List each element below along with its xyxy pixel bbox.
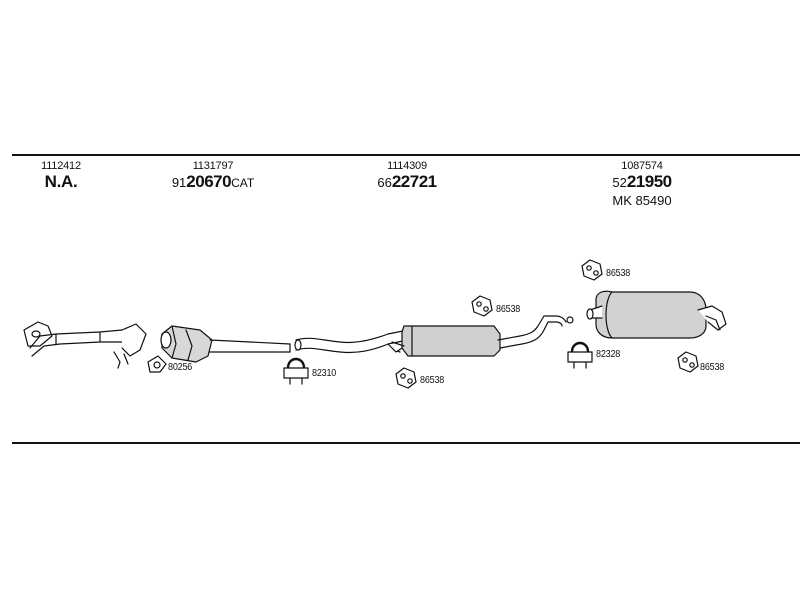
bottom-divider xyxy=(12,442,800,444)
clamp-front-part xyxy=(283,357,309,385)
code-middle-main: 22721 xyxy=(391,172,437,191)
code-rear-extra: MK 85490 xyxy=(612,193,672,208)
column-catalyst-header: 1131797 9120670CAT xyxy=(158,160,268,193)
front-pipe-part xyxy=(23,321,147,369)
code-middle: 6622721 xyxy=(362,172,452,193)
code-catalyst-prefix: 91 xyxy=(171,175,187,190)
label-hanger-middle-lower: 86538 xyxy=(420,375,445,386)
middle-silencer-part xyxy=(294,315,574,357)
code-rear-prefix: 52 xyxy=(612,175,627,190)
part-number-front-pipe: 1112412 xyxy=(41,160,81,172)
label-hanger-rear-top: 86538 xyxy=(606,268,631,279)
column-middle-header: 1114309 6622721 xyxy=(362,160,452,193)
label-hanger-middle-upper: 86538 xyxy=(496,304,521,315)
label-hanger-rear-right: 86538 xyxy=(700,362,725,373)
code-rear-main: 21950 xyxy=(626,172,672,191)
part-number-rear: 1087574 xyxy=(621,160,663,172)
label-gasket: 80256 xyxy=(168,362,193,373)
column-rear-header: 1087574 5221950 MK 85490 xyxy=(600,160,684,209)
rear-silencer-part xyxy=(586,290,727,339)
hanger-middle-lower-part xyxy=(395,367,417,389)
part-number-middle: 1114309 xyxy=(387,160,427,172)
code-front-pipe: N.A. xyxy=(44,172,78,191)
code-middle-prefix: 66 xyxy=(377,175,392,190)
top-divider xyxy=(12,154,800,156)
label-clamp-rear: 82328 xyxy=(596,349,621,360)
gasket-part xyxy=(147,355,167,373)
hanger-middle-upper-part xyxy=(471,295,493,317)
catalytic-converter-part xyxy=(160,325,291,363)
column-front-pipe-header: 1112412 N.A. xyxy=(36,160,86,192)
code-rear: 5221950 xyxy=(600,172,684,193)
code-catalyst-main: 20670 xyxy=(186,172,232,191)
label-clamp-front: 82310 xyxy=(312,368,337,379)
code-catalyst: 9120670CAT xyxy=(158,172,268,193)
code-catalyst-suffix: CAT xyxy=(231,176,255,190)
hanger-rear-right-part xyxy=(677,351,699,373)
hanger-rear-top-part xyxy=(581,259,603,281)
part-number-catalyst: 1131797 xyxy=(192,160,234,172)
clamp-rear-part xyxy=(567,341,593,369)
